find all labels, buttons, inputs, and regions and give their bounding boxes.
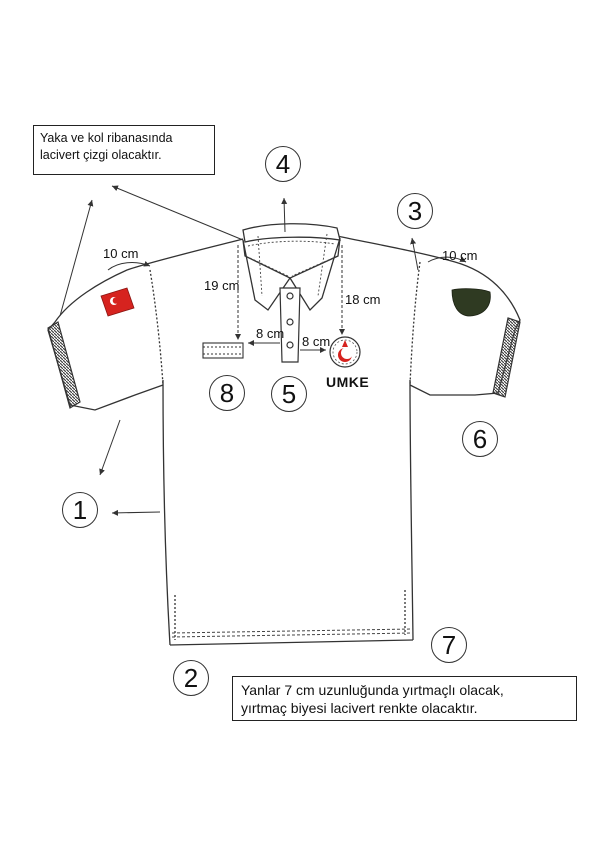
dim-left-sleeve-patch: 10 cm bbox=[103, 246, 139, 261]
dim-right-chest-height: 18 cm bbox=[345, 292, 381, 307]
side-slit-note-line-2: yırtmaç biyesi lacivert renkte olacaktır… bbox=[241, 700, 478, 716]
dim-left-chest-spacing: 8 cm bbox=[256, 326, 285, 341]
name-tag bbox=[202, 342, 244, 359]
left-sleeve-rib bbox=[47, 321, 81, 409]
collar-rib-note-line-2: lacivert çizgi olacaktır. bbox=[40, 148, 162, 162]
placket bbox=[279, 287, 301, 363]
placket-button-1 bbox=[286, 292, 294, 300]
hem-stitching bbox=[171, 628, 413, 638]
leader-lines bbox=[59, 185, 419, 516]
callout-4: 4 bbox=[265, 146, 301, 182]
placket-button-2 bbox=[286, 318, 294, 326]
collar-rib-note: Yaka ve kol ribanasında lacivert çizgi o… bbox=[33, 125, 215, 175]
callout-3: 3 bbox=[397, 193, 433, 229]
dim-left-chest-height: 19 cm bbox=[204, 278, 240, 293]
callout-5: 5 bbox=[271, 376, 307, 412]
callout-2: 2 bbox=[173, 660, 209, 696]
dim-right-sleeve-patch: 10 cm bbox=[442, 248, 478, 263]
placket-button-3 bbox=[286, 341, 294, 349]
collar bbox=[242, 223, 341, 312]
shirt-body bbox=[47, 235, 521, 646]
callout-8: 8 bbox=[209, 375, 245, 411]
callout-6: 6 bbox=[462, 421, 498, 457]
right-sleeve-rib bbox=[492, 317, 521, 398]
callout-1: 1 bbox=[62, 492, 98, 528]
umke-logo-text: UMKE bbox=[326, 374, 370, 390]
collar-rib-note-line-1: Yaka ve kol ribanasında bbox=[40, 131, 173, 145]
callout-7: 7 bbox=[431, 627, 467, 663]
side-slit-note: Yanlar 7 cm uzunluğunda yırtmaçlı olacak… bbox=[232, 676, 577, 721]
right-sleeve-patch bbox=[451, 288, 491, 317]
collar-stitching bbox=[247, 233, 336, 297]
dimension-lines bbox=[107, 245, 467, 353]
side-slit-note-line-1: Yanlar 7 cm uzunluğunda yırtmaçlı olacak… bbox=[241, 682, 504, 698]
umke-crescent-emblem-icon bbox=[329, 336, 361, 368]
turkish-flag-icon bbox=[100, 287, 135, 317]
dim-right-chest-spacing: 8 cm bbox=[302, 334, 331, 349]
